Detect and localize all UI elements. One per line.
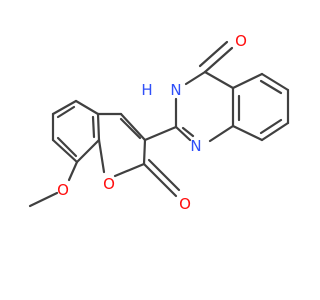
ring-oxygen-label: O <box>103 175 115 193</box>
quinazolinone-carbonyl-oxygen-label: O <box>235 32 247 50</box>
coumarin-carbonyl-oxygen-label: O <box>179 195 191 213</box>
carbonyl-bond <box>142 162 178 198</box>
ring-bond <box>208 124 235 143</box>
ring-bond <box>51 99 78 116</box>
nh-hydrogen-label: H <box>141 81 152 99</box>
ring-nitrogen-label: N <box>190 137 201 155</box>
ring-bond <box>184 70 207 86</box>
methyl-bond <box>28 191 59 208</box>
double-bond-inner <box>259 79 283 95</box>
molecule-structure: O O O O N H N <box>28 32 290 213</box>
double-bond-inner <box>56 105 76 119</box>
double-bond-inner <box>56 136 78 158</box>
double-bond-inner <box>181 126 195 138</box>
double-bond-inner <box>119 117 142 140</box>
ring-bond <box>174 125 192 142</box>
ring-bond <box>74 99 100 116</box>
structure-canvas: O O O O N H N <box>28 32 290 213</box>
ring-bond <box>51 138 79 164</box>
ring-bond <box>260 72 290 92</box>
ring-bond <box>75 138 101 164</box>
ring-oxygen-bond <box>113 162 146 178</box>
ring-oxygen-bond <box>97 138 106 174</box>
carbonyl-bond <box>147 158 181 192</box>
ring-bond <box>142 138 147 166</box>
ring-bond <box>231 124 264 142</box>
ring-bond <box>231 72 264 90</box>
ring-bond <box>119 112 147 142</box>
bond-layer <box>28 40 290 208</box>
methoxy-oxygen-label: O <box>57 181 69 199</box>
double-bond-inner <box>91 115 96 139</box>
carbonyl-bond <box>198 40 229 68</box>
carbonyl-bond <box>203 46 234 74</box>
nh-nitrogen-label: N <box>170 81 181 99</box>
linker-bond <box>143 125 178 142</box>
ring-bond <box>203 70 235 90</box>
methoxy-bond <box>67 160 79 182</box>
ring-bond <box>260 121 290 142</box>
ring-bond <box>96 112 101 142</box>
double-bond-inner <box>259 118 283 135</box>
